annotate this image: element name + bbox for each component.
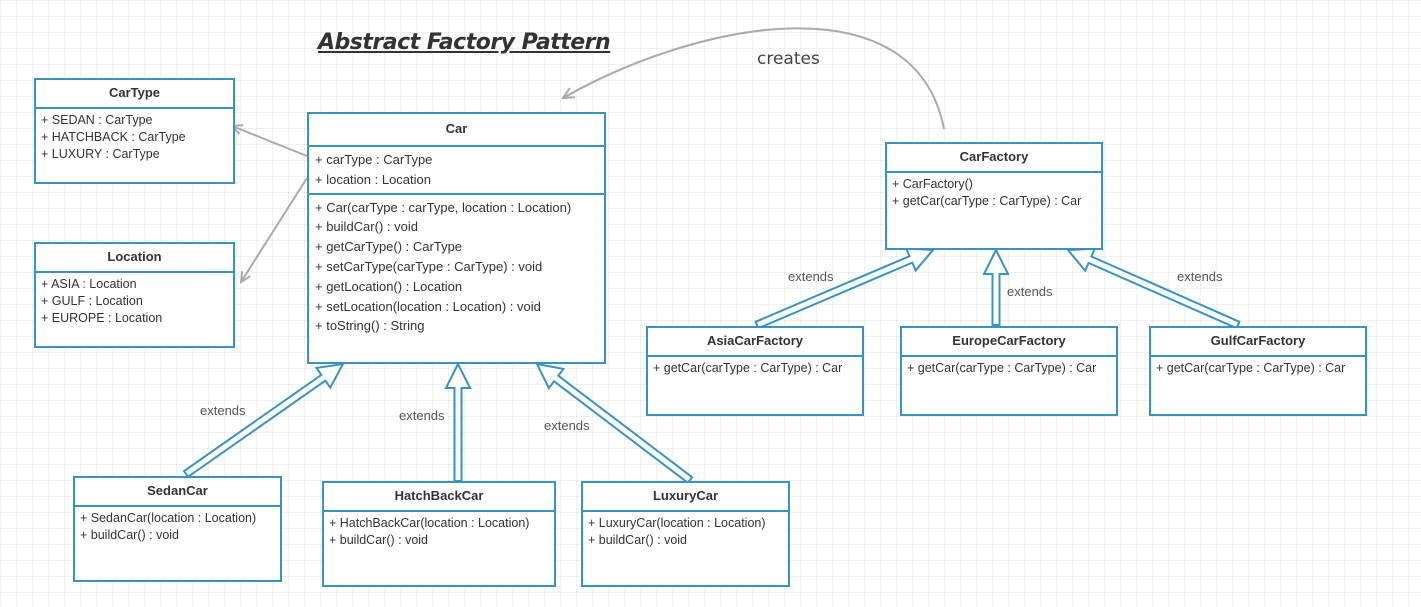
operation-row: + Car(carType : carType, location : Loca… <box>315 199 572 215</box>
generalization-europecarfactory-carfactory <box>982 247 1010 326</box>
operations-section: + getCar(carType : CarType) : Car <box>902 357 1116 380</box>
attribute-row: + HATCHBACK : CarType <box>41 130 186 144</box>
operation-row: + getCar(carType : CarType) : Car <box>1156 361 1346 375</box>
association-car-location <box>240 177 308 283</box>
operation-row: + setLocation(location : Location) : voi… <box>315 298 541 314</box>
operation-row: + LuxuryCar(location : Location) <box>588 516 766 530</box>
operation-row: + setCarType(carType : CarType) : void <box>315 258 543 274</box>
attribute-row: + GULF : Location <box>41 294 143 308</box>
class-location[interactable]: Location + ASIA : Location + GULF : Loca… <box>34 242 235 348</box>
class-name: SedanCar <box>75 478 280 507</box>
generalization-gulfcarfactory-carfactory <box>1065 247 1241 330</box>
attribute-row: + ASIA : Location <box>41 277 137 291</box>
operation-row: + buildCar() : void <box>80 528 179 542</box>
class-name: CarType <box>36 80 233 109</box>
attribute-row: + location : Location <box>315 171 431 187</box>
operation-row: + getCar(carType : CarType) : Car <box>907 361 1097 375</box>
class-name: AsiaCarFactory <box>648 328 862 357</box>
association-car-cartype <box>231 125 308 157</box>
operation-row: + getLocation() : Location <box>315 278 463 294</box>
attribute-row: + EUROPE : Location <box>41 311 163 325</box>
class-carfactory[interactable]: CarFactory + CarFactory() + getCar(carTy… <box>885 142 1103 250</box>
operation-row: + buildCar() : void <box>588 533 687 547</box>
dependency-carfactory-car-arrowhead <box>561 87 576 100</box>
operations-section: + CarFactory() + getCar(carType : CarTyp… <box>887 173 1101 213</box>
operations-section: + LuxuryCar(location : Location) + build… <box>583 512 788 552</box>
operations-section: + HatchBackCar(location : Location) + bu… <box>324 512 554 552</box>
attribute-row: + carType : CarType <box>315 152 433 167</box>
diagram-title: Abstract Factory Pattern <box>318 30 611 55</box>
attributes-section: + carType : CarType + location : Locatio… <box>309 147 604 193</box>
extends-label-europecarfactory: extends <box>1007 284 1053 299</box>
operation-row: + getCarType() : CarType <box>315 239 463 255</box>
extends-label-gulfcarfactory: extends <box>1177 269 1223 284</box>
class-hatchbackcar[interactable]: HatchBackCar + HatchBackCar(location : L… <box>322 481 556 587</box>
operation-row: + buildCar() : void <box>329 533 428 547</box>
class-sedancar[interactable]: SedanCar + SedanCar(location : Location)… <box>73 476 282 582</box>
operation-row: + HatchBackCar(location : Location) <box>329 516 530 530</box>
class-luxurycar[interactable]: LuxuryCar + LuxuryCar(location : Locatio… <box>581 481 790 587</box>
operations-section: + Car(carType : carType, location : Loca… <box>309 192 604 340</box>
class-name: Location <box>36 244 233 273</box>
attribute-row: + LUXURY : CarType <box>41 147 160 161</box>
class-name: Car <box>309 114 604 147</box>
operations-section: + getCar(carType : CarType) : Car <box>1151 357 1365 380</box>
attributes-section: + SEDAN : CarType + HATCHBACK : CarType … <box>36 109 233 166</box>
generalization-asiacarfactory-carfactory <box>754 247 936 330</box>
operation-row: + buildCar() : void <box>315 219 418 235</box>
class-cartype[interactable]: CarType + SEDAN : CarType + HATCHBACK : … <box>34 78 235 184</box>
class-europecarfactory[interactable]: EuropeCarFactory + getCar(carType : CarT… <box>900 326 1118 416</box>
class-name: EuropeCarFactory <box>902 328 1116 357</box>
creates-label: creates <box>757 49 820 69</box>
class-gulfcarfactory[interactable]: GulfCarFactory + getCar(carType : CarTyp… <box>1149 326 1367 416</box>
dependency-carfactory-car <box>562 27 945 130</box>
operation-row: + getCar(carType : CarType) : Car <box>653 361 843 375</box>
association-car-location-arrowhead <box>239 270 251 284</box>
operation-row: + toString() : String <box>315 318 425 334</box>
generalization-sedancar-car <box>182 362 345 479</box>
extends-label-hatchbackcar: extends <box>399 408 445 423</box>
class-asiacarfactory[interactable]: AsiaCarFactory + getCar(carType : CarTyp… <box>646 326 864 416</box>
class-name: GulfCarFactory <box>1151 328 1365 357</box>
attributes-section: + ASIA : Location + GULF : Location + EU… <box>36 273 233 330</box>
generalization-luxurycar-car <box>535 362 694 485</box>
extends-label-luxurycar: extends <box>544 418 590 433</box>
operation-row: + getCar(carType : CarType) : Car <box>892 194 1082 208</box>
operations-section: + getCar(carType : CarType) : Car <box>648 357 862 380</box>
class-car[interactable]: Car + carType : CarType + location : Loc… <box>307 112 606 364</box>
extends-label-sedancar: extends <box>200 403 246 418</box>
class-name: CarFactory <box>887 144 1101 173</box>
operation-row: + CarFactory() <box>892 177 973 191</box>
class-name: LuxuryCar <box>583 483 788 512</box>
extends-label-asiacarfactory: extends <box>788 269 834 284</box>
attribute-row: + SEDAN : CarType <box>41 113 153 127</box>
operations-section: + SedanCar(location : Location) + buildC… <box>75 507 280 547</box>
generalization-hatchbackcar-car <box>444 361 472 482</box>
operation-row: + SedanCar(location : Location) <box>80 511 257 525</box>
class-name: HatchBackCar <box>324 483 554 512</box>
